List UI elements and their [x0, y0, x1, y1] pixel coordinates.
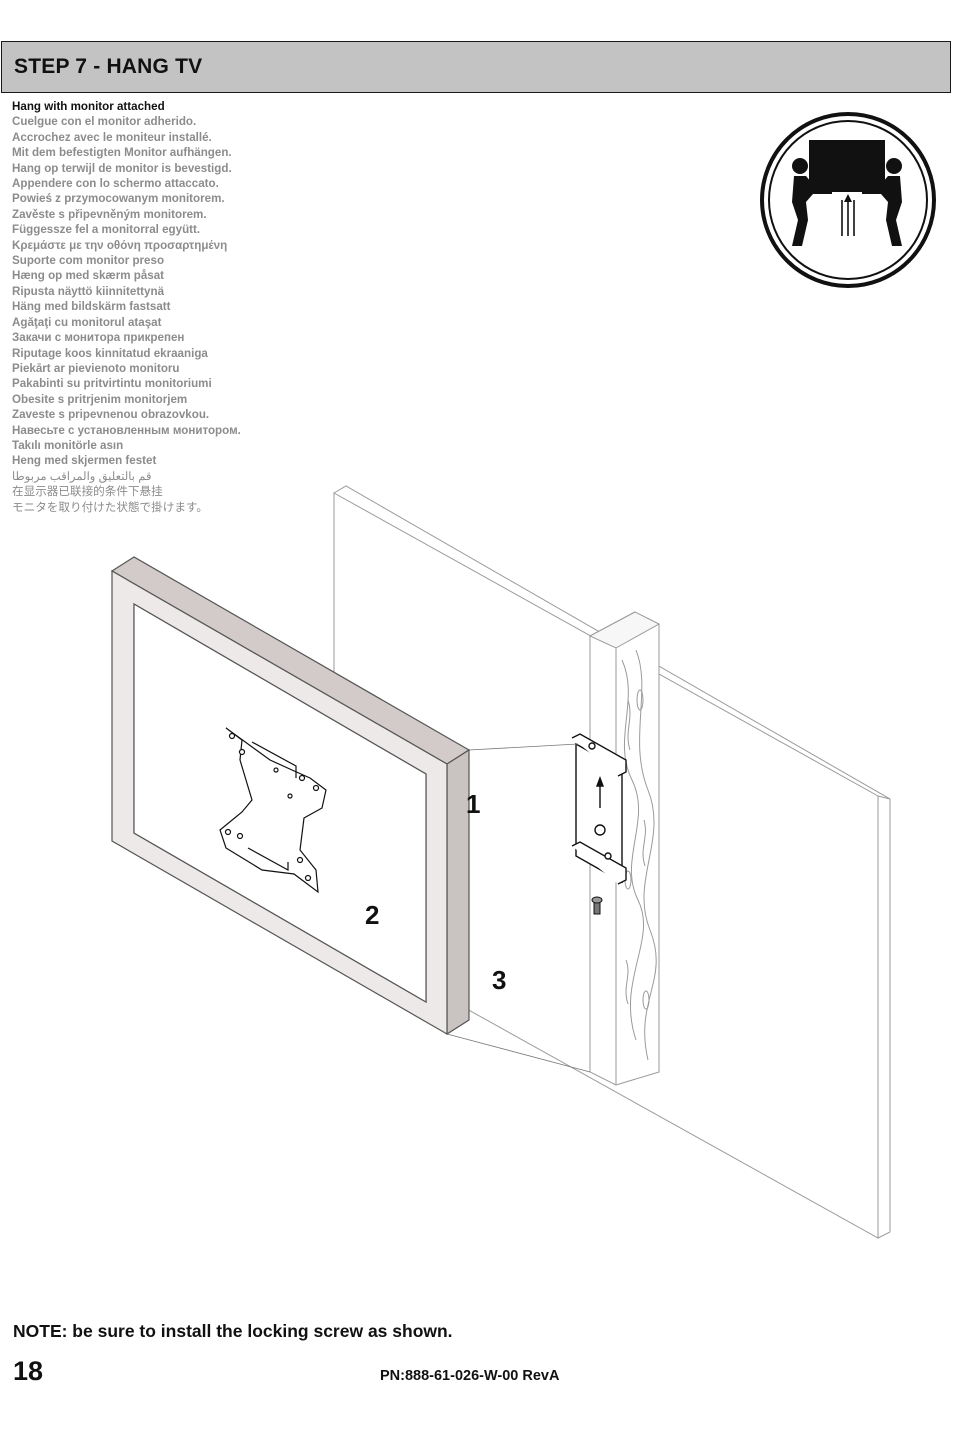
- instruction-line: قم بالتعليق والمراقب مربوطا: [12, 469, 152, 483]
- instruction-line: Piekārt ar pievienoto monitoru: [12, 361, 180, 375]
- instruction-line: Закачи с монитора прикрепен: [12, 331, 185, 345]
- step-header: STEP 7 - HANG TV: [1, 41, 951, 93]
- multilingual-instructions: Hang with monitor attached Cuelgue con e…: [12, 99, 392, 515]
- locking-screw-icon: [591, 896, 603, 915]
- instruction-line: Takılı monitörle asın: [12, 438, 124, 452]
- page-number: 18: [13, 1356, 44, 1386]
- instruction-line: Навесьте с установленным монитором.: [12, 423, 241, 437]
- instruction-line: モニタを取り付けた状態で掛けます。: [12, 500, 208, 514]
- instruction-line: Függessze fel a monitorral együtt.: [12, 223, 201, 237]
- two-person-lift-icon: [760, 112, 936, 288]
- instruction-line: Zavěste s připevněným monitorem.: [12, 207, 207, 221]
- instruction-line: Accrochez avec le moniteur installé.: [12, 130, 212, 144]
- wall-bracket-icon: [571, 733, 627, 885]
- instruction-line: Powieś z przymocowanym monitorem.: [12, 192, 225, 206]
- instruction-line: 在显示器已联接的条件下悬挂: [12, 485, 163, 499]
- instruction-line: Pakabinti su pritvirtintu monitoriumi: [12, 377, 212, 391]
- callout-1: 1: [466, 789, 481, 819]
- instruction-line: Agăţaţi cu monitorul ataşat: [12, 315, 162, 329]
- instruction-line: Zaveste s pripevnenou obrazovkou.: [12, 408, 210, 422]
- alignment-lines: [446, 743, 591, 1073]
- callout-3: 3: [492, 965, 507, 995]
- instruction-line: Riputage koos kinnitatud ekraaniga: [12, 346, 208, 360]
- mounting-plate-icon: [219, 727, 327, 894]
- part-number: PN:888-61-026-W-00 RevA: [380, 1368, 560, 1384]
- instruction-line: Mit dem befestigten Monitor aufhängen.: [12, 146, 232, 160]
- callout-2: 2: [365, 900, 380, 930]
- instruction-line: Heng med skjermen festet: [12, 454, 157, 468]
- instruction-line: Appendere con lo schermo attaccato.: [12, 177, 219, 191]
- instruction-line: Hæng op med skærm påsat: [12, 269, 165, 283]
- step-title: STEP 7 - HANG TV: [14, 55, 203, 78]
- instruction-line: Cuelgue con el monitor adherido.: [12, 115, 197, 129]
- instruction-line: Suporte com monitor preso: [12, 254, 165, 268]
- instruction-line: Hang op terwijl de monitor is bevestigd.: [12, 161, 232, 175]
- instruction-line: Obesite s pritrjenim monitorjem: [12, 392, 188, 406]
- instruction-line: Hang with monitor attached: [12, 100, 165, 113]
- locking-screw-note: NOTE: be sure to install the locking scr…: [13, 1321, 453, 1341]
- instruction-line: Häng med bildskärm fastsatt: [12, 300, 171, 314]
- instruction-line: Κρεμάστε με την οθόνη προσαρτημένη: [12, 238, 228, 252]
- instruction-line: Ripusta näyttö kiinnitettynä: [12, 284, 165, 298]
